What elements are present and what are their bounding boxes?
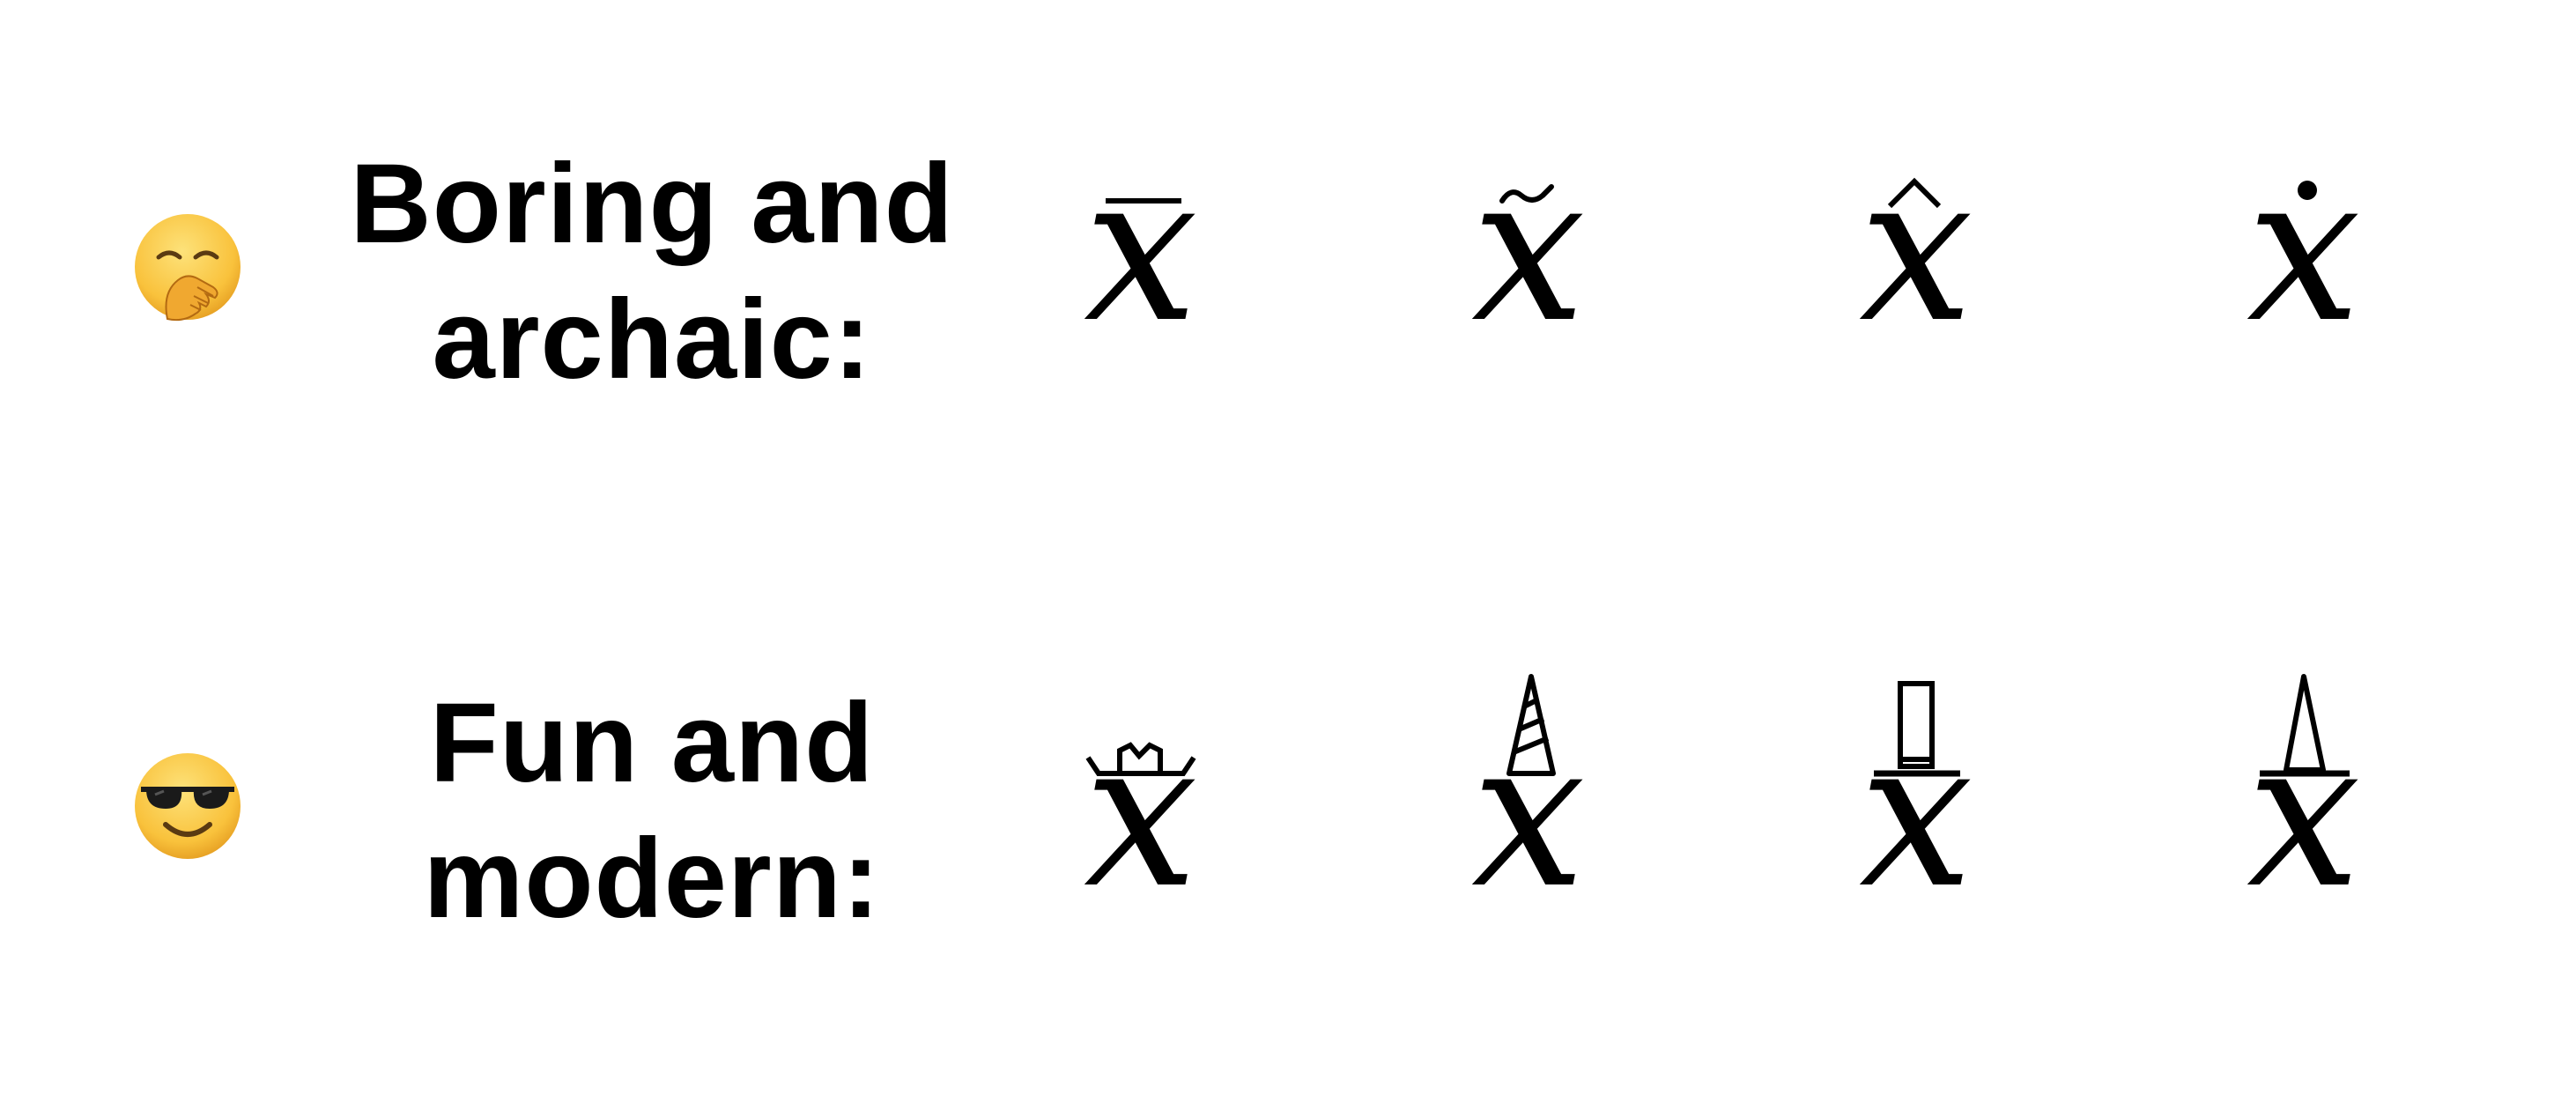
variable-x: x (1471, 698, 1586, 933)
x-dot-symbol: x (2189, 88, 2418, 458)
x-top-hat-symbol: x (1802, 627, 2031, 997)
sunglasses-face-icon (132, 751, 243, 862)
boring-label-line1: Boring and (350, 141, 954, 267)
x-tilde-symbol: x (1414, 88, 1643, 458)
boring-label-line2: archaic: (432, 277, 872, 403)
crown-accent-icon (1085, 742, 1196, 776)
x-bar-symbol: x (1026, 88, 1255, 458)
party-hat-accent-icon (1506, 674, 1556, 776)
yawning-face-icon (132, 211, 243, 322)
dot-accent-icon (2298, 181, 2317, 200)
fun-label: Fun and modern: (273, 676, 1031, 947)
variable-x: x (1084, 132, 1198, 367)
x-crown-symbol: x (1026, 627, 1255, 997)
x-hat-symbol: x (1802, 88, 2031, 458)
witch-hat-accent-icon (2260, 674, 2350, 777)
row-fun: Fun and modern: x x (0, 627, 2576, 997)
variable-x: x (1471, 132, 1586, 367)
fun-label-line2: modern: (423, 816, 881, 942)
top-hat-accent-icon (1874, 681, 1960, 777)
hat-accent-icon (1887, 177, 1942, 209)
variable-x: x (1859, 132, 1973, 367)
variable-x: x (1084, 698, 1198, 933)
tilde-accent-icon (1499, 184, 1554, 204)
fun-label-line1: Fun and (429, 680, 875, 806)
variable-x: x (2247, 698, 2361, 933)
variable-x: x (2247, 132, 2361, 367)
boring-label: Boring and archaic: (273, 137, 1031, 408)
x-party-hat-symbol: x (1414, 627, 1643, 997)
row-boring: Boring and archaic: x x x x (0, 88, 2576, 458)
variable-x: x (1859, 698, 1973, 933)
x-witch-hat-symbol: x (2189, 627, 2418, 997)
